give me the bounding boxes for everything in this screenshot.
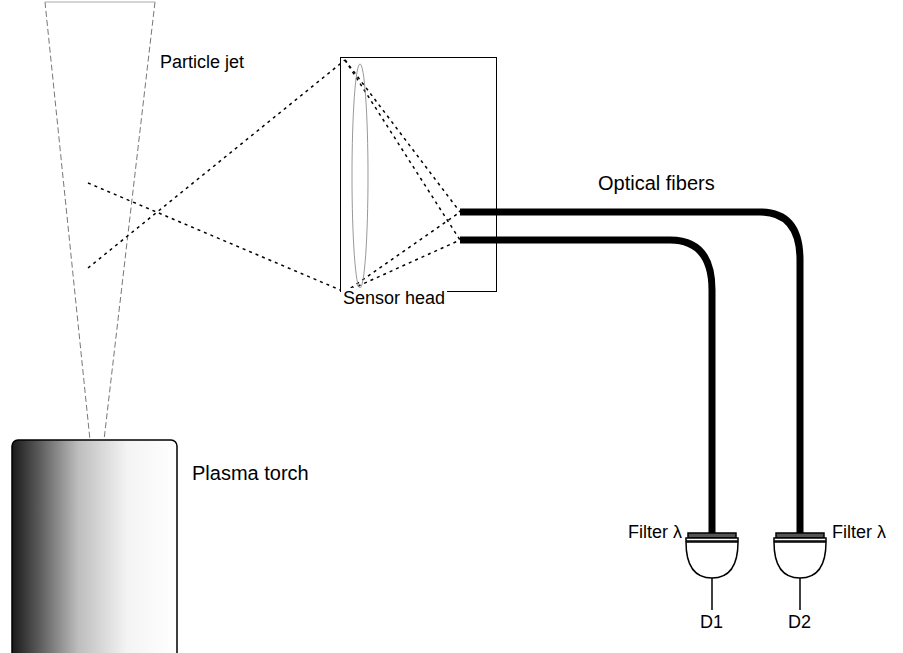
detector-symbol xyxy=(774,533,826,610)
detector-label: D1 xyxy=(700,612,723,633)
filter-label: Filter λ xyxy=(628,522,682,543)
fiber-label: Optical fibers xyxy=(598,172,715,195)
torch-label: Plasma torch xyxy=(192,462,309,485)
lens xyxy=(352,64,368,288)
node-caption: Sensor head xyxy=(341,288,447,309)
optical-fiber-cables xyxy=(460,212,800,533)
optical-ray-lines xyxy=(88,60,460,292)
sensor-head-box: Sensor head xyxy=(340,57,497,292)
detector-label: D2 xyxy=(788,612,811,633)
jet-label: Particle jet xyxy=(160,52,244,73)
detector-symbol xyxy=(686,533,738,610)
filter-label: Filter λ xyxy=(832,522,886,543)
particle-jet-cone xyxy=(45,2,155,440)
plasma-torch-body xyxy=(12,440,177,653)
